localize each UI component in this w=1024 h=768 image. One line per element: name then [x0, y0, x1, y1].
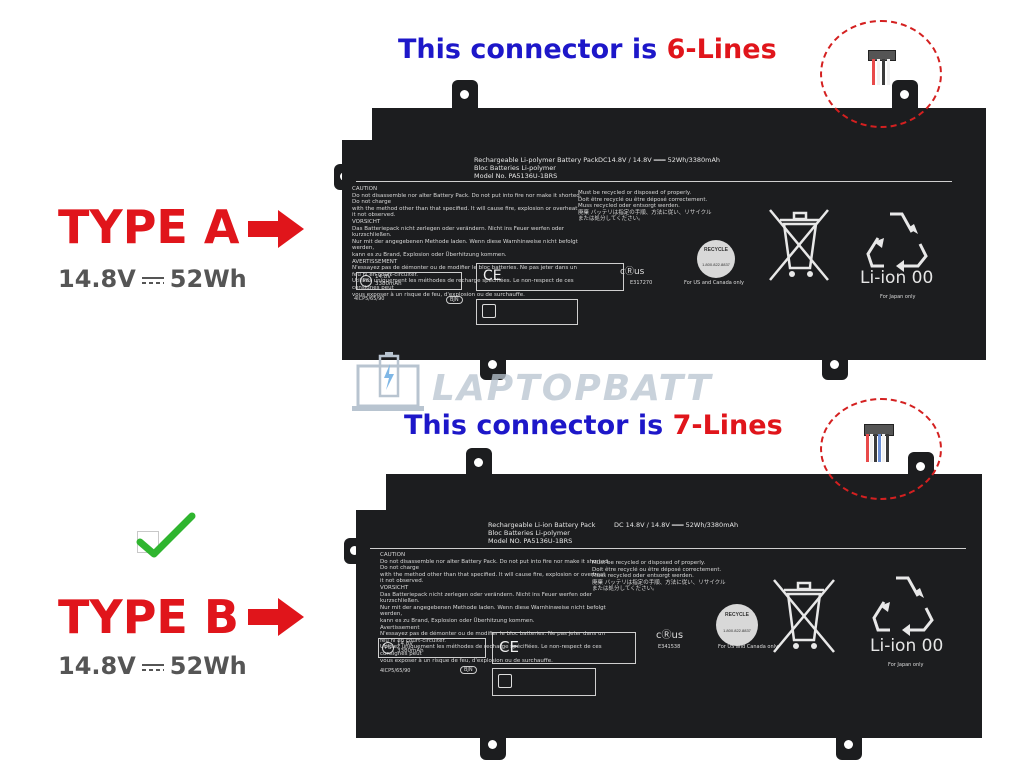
- laptop-battery-logo-icon: [352, 352, 424, 411]
- ul-note: For US and Canada only: [684, 280, 745, 286]
- type-a-spec: 14.8V 52Wh: [58, 265, 247, 293]
- bjn-badge: BJN: [446, 296, 463, 304]
- pse-box: PS 14.8V 3380mAh: [356, 272, 462, 290]
- heading-line-count: 6-Lines: [666, 34, 777, 65]
- ce-box: CE: [492, 632, 636, 664]
- kc-box: [476, 299, 578, 325]
- battery-rating: DC 14.8V / 14.8V ═══ 52Wh/3380mAh: [614, 521, 739, 529]
- crossed-bin-icon: [769, 209, 829, 281]
- recycle-icon: [872, 576, 934, 636]
- seal-title: RECYCLE: [704, 247, 728, 253]
- recycle-text: Must be recycled or disposed of properly…: [578, 190, 712, 223]
- pse-text: 14.8V 3380mAh: [397, 641, 424, 654]
- kc-mark-icon: [498, 674, 512, 688]
- japan-note: For Japan only: [888, 662, 924, 668]
- heading-prefix: This connector is: [404, 410, 673, 441]
- caution-text: CAUTION Do not disassemble nor alter Bat…: [352, 186, 582, 298]
- type-b-label: TYPE B: [58, 590, 239, 644]
- recycle-seal: RECYCLE 1.800.822.8837: [697, 240, 735, 278]
- ul-note: For US and Canada only: [718, 644, 779, 650]
- battery-subtitle: Bloc Batteries Li-polymer: [474, 164, 556, 172]
- battery-model: Model NO. PA5136U-1BRS: [488, 537, 573, 545]
- ce-box: CE: [476, 263, 624, 291]
- type-a-label: TYPE A: [58, 200, 240, 254]
- battery-subtitle: Bloc Batteries Li-polymer: [488, 529, 570, 537]
- arrow-right-icon: [248, 210, 304, 248]
- voltage-value: 14.8V: [58, 652, 136, 680]
- pse-text: 14.8V 3380mAh: [375, 274, 402, 287]
- checkmark-icon: [136, 512, 196, 558]
- bjn-badge: BJN: [460, 666, 477, 674]
- voltage-value: 14.8V: [58, 265, 136, 293]
- arrow-right-icon: [248, 598, 304, 636]
- heading-prefix: This connector is: [398, 34, 667, 65]
- recycle-icon: [866, 212, 928, 272]
- seal-phone: 1.800.822.8837: [702, 262, 730, 267]
- caution-text: CAUTION Do not disassemble nor alter Bat…: [380, 552, 610, 664]
- connector-heading-7-lines: This connector is 7-Lines: [404, 410, 783, 441]
- cell-model-code: 4ICP5/65/90: [354, 296, 385, 302]
- heading-line-count: 7-Lines: [672, 410, 783, 441]
- ul-mark-icon: cⓇus: [620, 267, 645, 277]
- ul-file-number: E341538: [658, 644, 681, 650]
- cell-model-code: 4ICP5/65/90: [380, 668, 411, 674]
- ce-mark-icon: CE: [499, 638, 519, 656]
- japan-note: For Japan only: [880, 294, 916, 300]
- seal-title: RECYCLE: [725, 612, 749, 618]
- battery-model: Model No. PA5136U-1BRS: [474, 172, 558, 180]
- crossed-bin-icon: [773, 579, 835, 653]
- battery-type-b: Rechargeable Li-ion Battery Pack Bloc Ba…: [344, 424, 1000, 764]
- kc-box: [492, 668, 596, 696]
- type-b-spec: 14.8V 52Wh: [58, 652, 247, 680]
- connector-heading-6-lines: This connector is 6-Lines: [398, 34, 777, 65]
- seal-phone: 1.800.822.8837: [723, 628, 751, 633]
- capacity-value: 52Wh: [169, 652, 247, 680]
- pse-box: PS 14.8V 3380mAh: [378, 638, 486, 658]
- ul-mark-icon: cⓇus: [656, 630, 684, 641]
- battery-rating: DC14.8V / 14.8V ═══ 52Wh/3380mAh: [598, 156, 721, 164]
- connector-highlight-circle: [820, 398, 942, 500]
- kc-mark-icon: [482, 304, 496, 318]
- watermark-brand: LAPTOPBATT: [432, 368, 713, 409]
- connector-highlight-circle: [820, 20, 942, 128]
- ul-file-number: E317270: [630, 280, 653, 286]
- recycle-seal: RECYCLE 1.800.822.8837: [716, 604, 758, 646]
- li-ion-label: Li-ion 00: [860, 268, 934, 288]
- capacity-value: 52Wh: [169, 265, 247, 293]
- ce-mark-icon: CE: [483, 268, 502, 284]
- li-ion-label: Li-ion 00: [870, 636, 944, 656]
- dc-symbol-icon: [141, 663, 164, 671]
- battery-title: Rechargeable Li-polymer Battery Pack: [474, 156, 599, 164]
- recycle-text: Must be recycled or disposed of properly…: [592, 560, 726, 593]
- dc-symbol-icon: [141, 276, 164, 284]
- battery-title: Rechargeable Li-ion Battery Pack: [488, 521, 596, 529]
